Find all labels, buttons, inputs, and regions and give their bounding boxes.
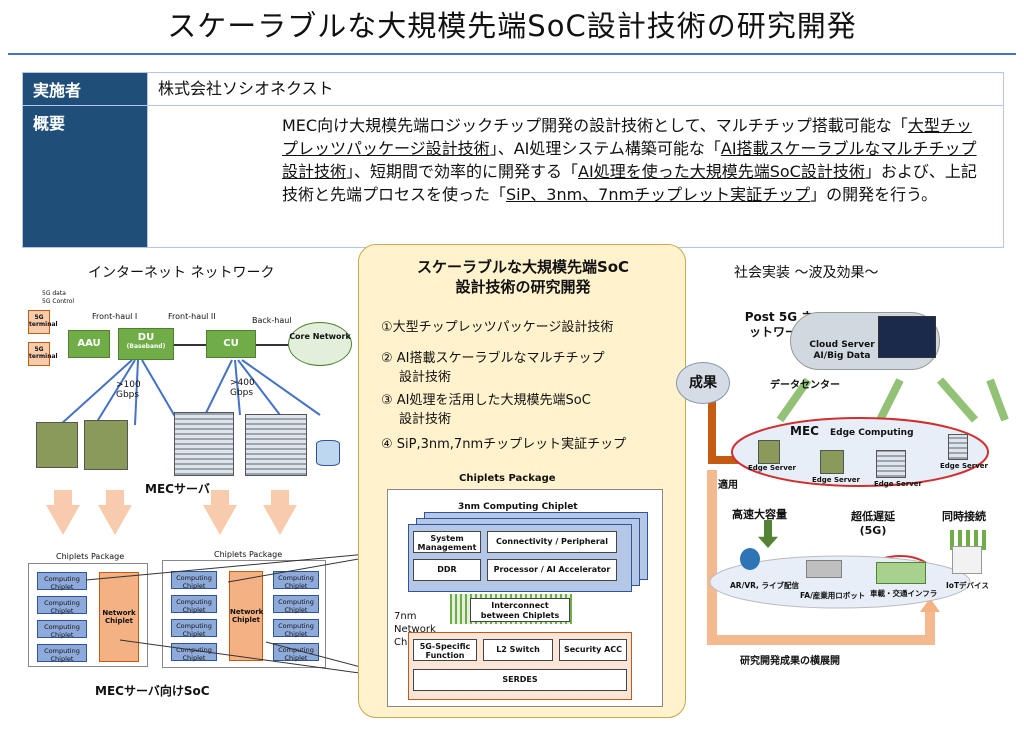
5g-specific-function: 5G-Specific Function (413, 639, 477, 661)
datacenter-label: データセンター (770, 380, 840, 391)
center-item-2b: 設計技術 (399, 370, 452, 385)
iot-icon (952, 546, 982, 574)
pkg-label-2: Chiplets Package (214, 550, 283, 559)
l2-switch: L2 Switch (483, 639, 553, 661)
edge-server-label-1: Edge Server (748, 464, 796, 472)
simultaneous-label: 同時接続 (942, 510, 986, 523)
implementer-value: 株式会社ソシオネクスト (147, 72, 1004, 106)
computing-chiplet: Computing Chiplet (37, 572, 87, 591)
fronthaul-1-label: Front-haul I (92, 312, 138, 321)
edge-server-label-2: Edge Server (812, 476, 860, 484)
edge-server-icon-2 (820, 450, 844, 474)
chiplets-package-1: Computing Chiplet Computing Chiplet Comp… (28, 563, 148, 667)
computing-chiplet: Computing Chiplet (273, 595, 319, 614)
ddr: DDR (413, 559, 481, 581)
core-network-cloud: Core Network (288, 322, 352, 366)
computing-chiplet: Computing Chiplet (37, 596, 87, 615)
edge-server-label-4: Edge Server (940, 462, 988, 470)
network-chiplet-block: 5G-Specific Function L2 Switch Security … (408, 632, 632, 700)
speed-100-label: >100 Gbps (116, 380, 141, 400)
5g-terminal-1: 5G terminal (28, 310, 58, 334)
serdes: SERDES (413, 669, 627, 691)
rollout-label: 研究開発成果の横展開 (740, 656, 840, 667)
mec-label: MEC (790, 424, 819, 438)
mec-soc-label: MECサーバ向けSoC (95, 684, 210, 698)
aau-box: AAU (68, 330, 110, 358)
summary-text: MEC向け大規模先端ロジックチップ開発の設計技術として、マルチチップ搭載可能な「… (147, 105, 1004, 248)
computing-chiplet: Computing Chiplet (171, 619, 217, 638)
fa-robot-label: FA/産業用ロボット (800, 591, 866, 600)
mec-server-2 (84, 420, 128, 470)
mec-server-4 (245, 414, 307, 476)
edge-computing-label: Edge Computing (830, 428, 914, 438)
system-management: System Management (413, 531, 481, 553)
network-chiplet: Network Chiplet (99, 572, 139, 662)
computing-chiplet: Computing Chiplet (171, 571, 217, 590)
simultaneous-arrows (950, 530, 990, 550)
center-pkg-title: Chiplets Package (459, 473, 556, 484)
page-title: スケーラブルな大規模先端SoC設計技術の研究開発 (167, 9, 857, 43)
network-chiplet: Network Chiplet (229, 571, 263, 661)
apply-label: 適用 (718, 480, 738, 491)
edge-server-icon-3 (876, 450, 906, 478)
speed-400-label: >400 Gbps (230, 378, 255, 398)
du-box: DU(Baseband) (118, 328, 174, 360)
network-diagram-lines (46, 344, 321, 535)
title-divider (8, 53, 1016, 55)
computing-chiplet: Computing Chiplet (273, 619, 319, 638)
vehicle-icon (876, 562, 926, 584)
mec-server-3 (174, 412, 234, 476)
database-icon (316, 440, 340, 466)
cu-box: CU (206, 330, 256, 358)
center-item-4: ④ SiP,3nm,7nmチップレット実証チップ (381, 437, 627, 452)
chiplets-package-2: Computing Chiplet Computing Chiplet Comp… (162, 560, 326, 668)
summary-label: 概要 (22, 105, 148, 248)
ar-vr-icon (740, 548, 760, 570)
processor-ai-accelerator: Processor / AI Accelerator (487, 559, 617, 581)
network-heading: インターネット ネットワーク (88, 265, 275, 281)
computing-chiplet: Computing Chiplet (171, 595, 217, 614)
cloud-server-label: Cloud Server AI/Big Data (809, 340, 875, 361)
factory-icon (806, 560, 842, 578)
result-badge: 成果 (676, 362, 730, 404)
mec-server-label: MECサーバ (145, 482, 210, 496)
connectivity-peripheral: Connectivity / Peripheral (487, 531, 617, 553)
low-latency-label: 超低遅延 (5G) (851, 510, 895, 537)
computing-chiplet: Computing Chiplet (37, 620, 87, 639)
social-impl-heading: 社会実装 ～波及効果～ (734, 265, 879, 281)
computing-chiplet: Computing Chiplet (273, 571, 319, 590)
pkg-label-1: Chiplets Package (56, 552, 125, 561)
iot-label: IoTデバイス (946, 581, 989, 590)
5g-terminal-2: 5G terminal (28, 342, 58, 366)
center-item-3b: 設計技術 (399, 412, 452, 427)
backhaul-label: Back-haul (252, 316, 292, 325)
edge-server-icon-4 (948, 434, 968, 460)
interconnect-label: Interconnect between Chiplets (470, 598, 570, 622)
computing-chiplet-block: System Management Connectivity / Periphe… (408, 524, 632, 592)
fronthaul-2-label: Front-haul II (168, 312, 216, 321)
computing-chiplet-label: 3nm Computing Chiplet (458, 502, 578, 512)
ar-vr-label: AR/VR, ライブ配信 (730, 581, 799, 590)
computing-chiplet: Computing Chiplet (37, 644, 87, 663)
center-item-2a: ② AI搭載スケーラブルなマルチチップ (381, 351, 605, 366)
mec-server-1 (36, 422, 78, 468)
info-table: 実施者 株式会社ソシオネクスト 概要 MEC向け大規模先端ロジックチップ開発の設… (22, 72, 1004, 248)
security-acc: Security ACC (559, 639, 627, 661)
center-item-1: ①大型チップレッツパッケージ設計技術 (381, 320, 614, 335)
center-chiplets-package: 3nm Computing Chiplet System Management … (387, 489, 663, 707)
datacenter-photo (878, 316, 936, 358)
center-item-3a: ③ AI処理を活用した大規模先端SoC (381, 393, 591, 408)
edge-server-label-3: Edge Server (874, 480, 922, 488)
vehicle-label: 車載・交通インフラ (870, 589, 938, 598)
high-capacity-label: 高速大容量 (732, 508, 787, 521)
edge-server-icon-1 (758, 440, 780, 464)
implementer-label: 実施者 (22, 72, 148, 106)
